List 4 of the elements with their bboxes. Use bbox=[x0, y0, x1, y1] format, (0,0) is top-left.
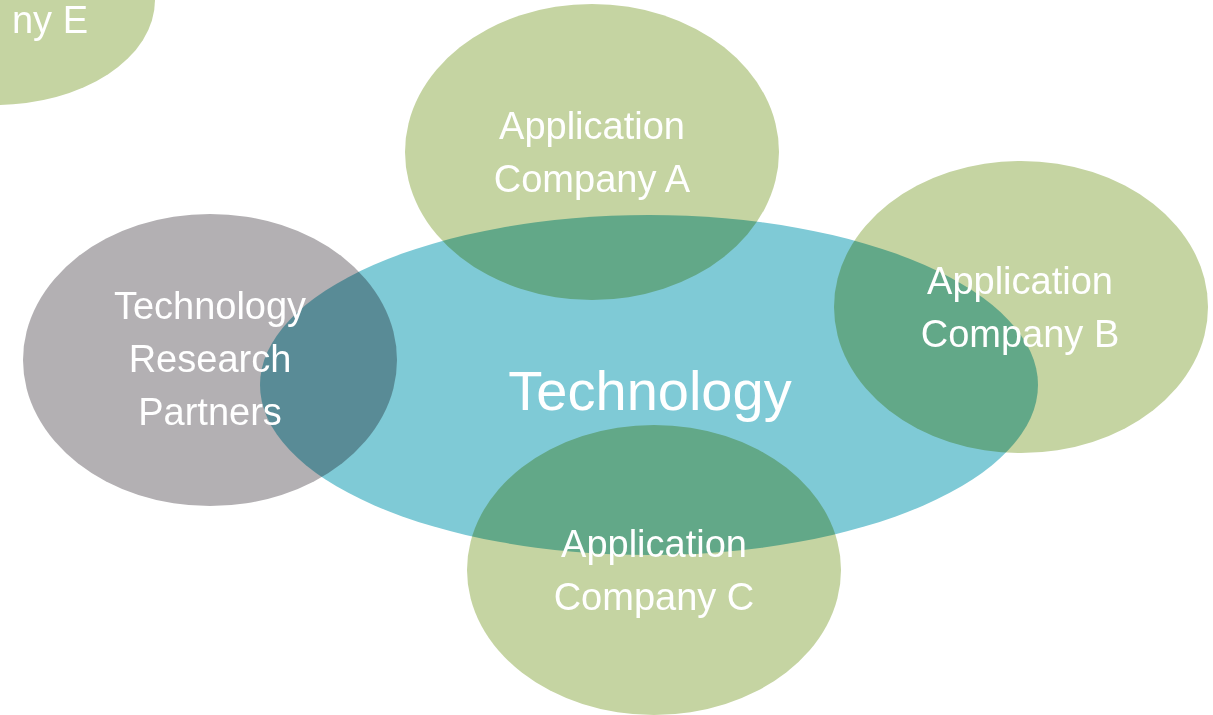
ellipse-label: Application Company C bbox=[552, 522, 756, 621]
ellipse-label: ny E bbox=[10, 0, 89, 43]
ellipse-label: Technology bbox=[507, 358, 793, 424]
ellipse-label: Application Company A bbox=[492, 104, 692, 203]
